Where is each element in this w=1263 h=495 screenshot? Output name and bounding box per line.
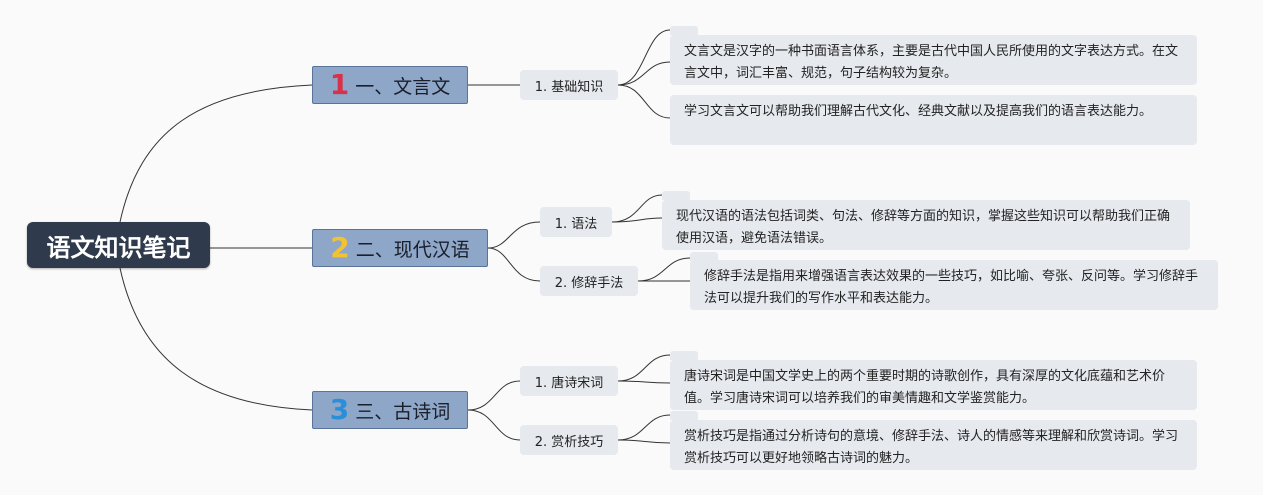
note-classical-benefit: 学习文言文可以帮助我们理解古代文化、经典文献以及提高我们的语言表达能力。 [670,95,1197,145]
note-tab [662,191,690,200]
subtopic-appreciation[interactable]: 2. 赏析技巧 [520,425,618,455]
root-topic[interactable]: 语文知识笔记 [27,222,210,268]
subtopic-rhetoric[interactable]: 2. 修辞手法 [540,266,638,296]
note-tang-song: 唐诗宋词是中国文学史上的两个重要时期的诗歌创作，具有深厚的文化底蕴和艺术价值。学… [670,360,1197,410]
note-appreciation: 赏析技巧是指通过分析诗句的意境、修辞手法、诗人的情感等来理解和欣赏诗词。学习赏析… [670,420,1197,470]
topic-label: 三、古诗词 [355,400,451,423]
note-tab [670,26,698,35]
topic-label: 二、现代汉语 [355,238,470,261]
topic-classical-chinese[interactable]: 1 一、文言文 [312,66,468,104]
number-2-icon: 2 [330,231,350,264]
subtopic-basic-knowledge[interactable]: 1. 基础知识 [520,70,618,100]
topic-ancient-poetry[interactable]: 3 三、古诗词 [312,391,468,429]
note-tab [690,252,718,261]
number-1-icon: 1 [329,68,350,101]
subtopic-grammar[interactable]: 1. 语法 [540,207,612,237]
subtopic-tang-song[interactable]: 1. 唐诗宋词 [520,366,618,396]
note-classical-definition: 文言文是汉字的一种书面语言体系，主要是古代中国人民所使用的文字表达方式。在文言文… [670,35,1197,85]
topic-modern-chinese[interactable]: 2 二、现代汉语 [312,229,488,267]
note-rhetoric: 修辞手法是指用来增强语言表达效果的一些技巧，如比喻、夸张、反问等。学习修辞手法可… [690,260,1218,310]
note-grammar: 现代汉语的语法包括词类、句法、修辞等方面的知识，掌握这些知识可以帮助我们正确使用… [662,200,1190,250]
note-tab [670,411,698,420]
topic-label: 一、文言文 [355,75,451,98]
note-tab [670,351,698,360]
number-3-icon: 3 [329,393,350,426]
